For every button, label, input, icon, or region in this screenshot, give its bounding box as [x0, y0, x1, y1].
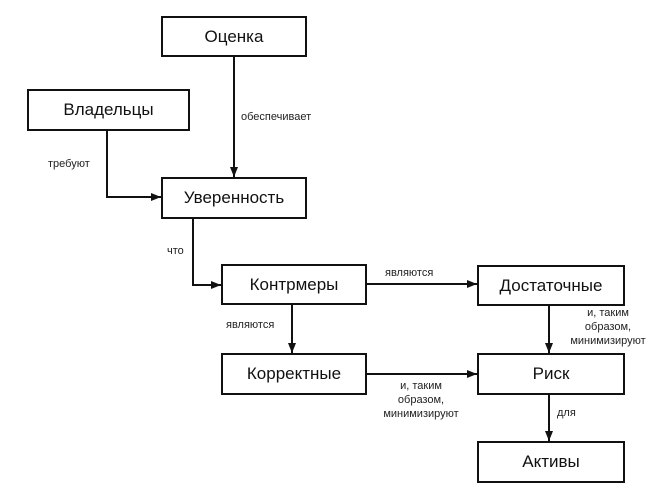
node-correct: Корректные	[221, 353, 367, 395]
edge-label-that: что	[167, 245, 184, 257]
edge-label-line: и, таким	[587, 307, 629, 319]
node-correct-label: Корректные	[246, 364, 342, 383]
edge-label-for: для	[557, 407, 576, 419]
node-confidence: Уверенность	[161, 177, 307, 219]
node-risk-label: Риск	[532, 364, 570, 383]
node-assessment: Оценка	[161, 16, 307, 57]
edge-confidence-countermeasures	[192, 218, 221, 289]
edge-label-sufficient-minimize: и, таким образом, минимизируют	[570, 306, 646, 348]
edge-label-require: требуют	[48, 158, 90, 170]
edge-owners-confidence	[106, 130, 161, 201]
node-risk: Риск	[477, 353, 625, 395]
edge-label-are-correct: являются	[226, 319, 275, 331]
node-owners-label: Владельцы	[63, 100, 154, 119]
edge-label-line: образом,	[397, 394, 445, 406]
edge-label-line: минимизируют	[383, 408, 459, 420]
node-assets-label: Активы	[522, 452, 580, 471]
node-sufficient: Достаточные	[477, 265, 625, 306]
node-countermeasures: Контрмеры	[221, 264, 367, 305]
node-sufficient-label: Достаточные	[499, 275, 603, 295]
node-confidence-label: Уверенность	[183, 188, 285, 207]
node-assessment-label: Оценка	[204, 26, 264, 46]
edge-label-are-sufficient: являются	[385, 267, 434, 279]
node-countermeasures-label: Контрмеры	[249, 274, 339, 294]
node-assets: Активы	[477, 441, 625, 483]
edge-label-line: образом,	[584, 321, 632, 333]
edge-label-correct-minimize: и, таким образом, минимизируют	[381, 379, 461, 421]
edge-label-line: минимизируют	[570, 335, 646, 347]
node-owners: Владельцы	[27, 89, 190, 131]
edge-label-provides: обеспечивает	[241, 111, 312, 123]
edge-label-line: и, таким	[400, 380, 442, 392]
